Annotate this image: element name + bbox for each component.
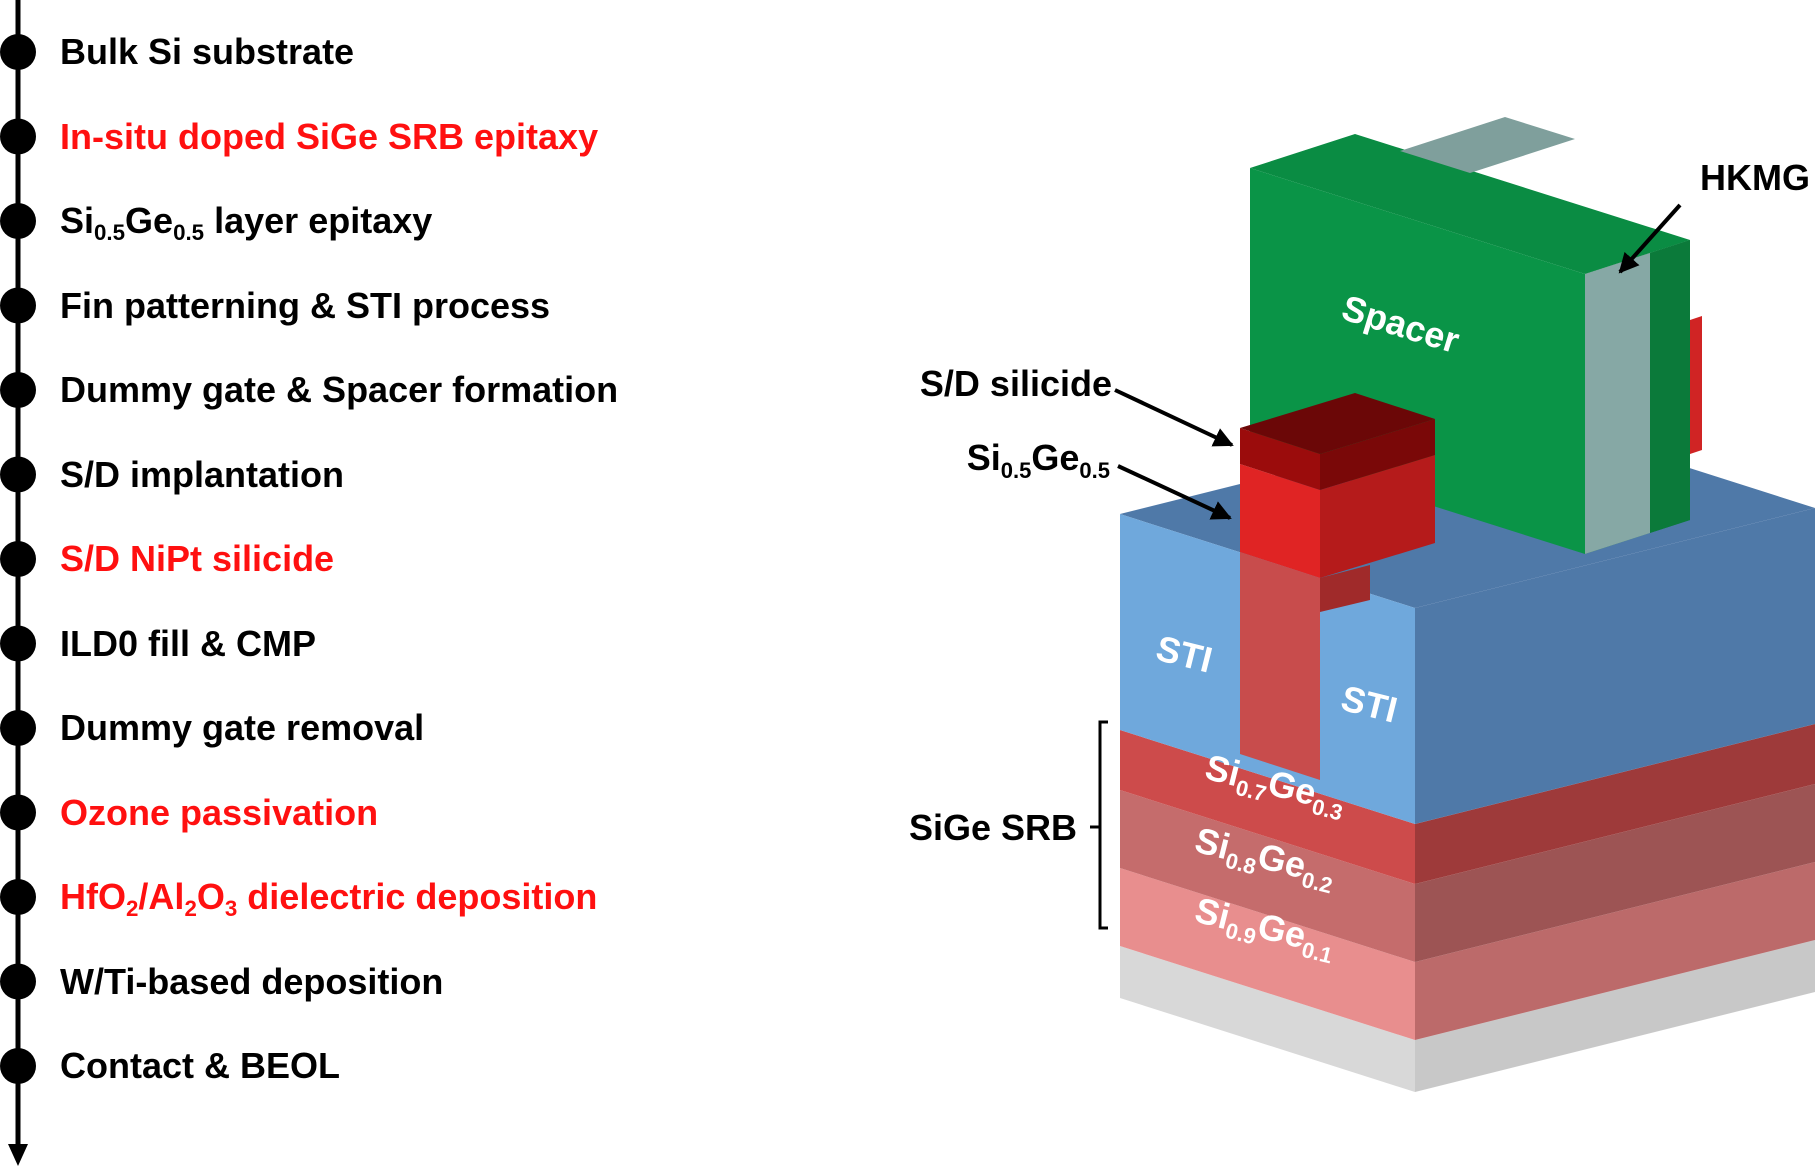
- sd-silicide-label: S/D silicide: [920, 363, 1112, 404]
- process-step: Bulk Si substrate: [60, 32, 354, 72]
- timeline-dot: [0, 794, 36, 831]
- sd-silicide-arrow: [1114, 388, 1234, 447]
- timeline-dot: [0, 1048, 36, 1084]
- timeline-dot: [0, 456, 36, 493]
- step-text: dielectric deposition: [237, 876, 598, 917]
- step-subscript: 3: [224, 896, 238, 922]
- timeline-dot: [0, 34, 36, 70]
- step-text: HfO: [60, 876, 126, 917]
- timeline-dot: [0, 372, 36, 408]
- flow-timeline: [0, 0, 36, 1166]
- hkmg-label: HKMG: [1700, 157, 1810, 198]
- step-text: S/D NiPt silicide: [60, 538, 335, 579]
- step-text: Contact & BEOL: [60, 1045, 341, 1086]
- gate-stack: [1250, 117, 1702, 554]
- process-step: S/D implantation: [60, 453, 345, 495]
- process-step: Ozone passivation: [60, 791, 379, 833]
- step-text: W/Ti-based deposition: [60, 960, 444, 1002]
- step-text: Dummy gate removal: [60, 707, 425, 748]
- process-step: In-situ doped SiGe SRB epitaxy: [60, 115, 599, 157]
- sige-fin: [1240, 552, 1370, 780]
- step-text: ILD0 fill & CMP: [60, 622, 317, 664]
- step-text: Dummy gate & Spacer formation: [60, 369, 619, 410]
- si08ge02-layer: [1120, 784, 1815, 962]
- step-subscript: 2: [184, 896, 197, 922]
- step-text: Ge: [125, 200, 174, 241]
- timeline-dot: [0, 118, 36, 155]
- timeline-arrow-icon: [8, 1144, 28, 1166]
- si08ge02-label: Si0.8Ge0.2: [1190, 819, 1340, 898]
- sige-srb-label: SiGe SRB: [909, 807, 1077, 848]
- step-text: Bulk Si substrate: [60, 31, 355, 72]
- sige-fin-label: Si0.5Ge0.5: [967, 437, 1110, 483]
- step-text: Ozone passivation: [60, 791, 379, 833]
- step-subscript: 0.5: [94, 220, 126, 246]
- step-subscript: 2: [126, 896, 139, 922]
- process-step: Contact & BEOL: [60, 1046, 340, 1086]
- step-text: S/D implantation: [60, 453, 345, 495]
- hkmg-arrow: [1618, 203, 1682, 274]
- process-step: Fin patterning & STI process: [60, 284, 551, 326]
- sige-srb-bracket: [1090, 720, 1108, 930]
- step-text: In-situ doped SiGe SRB epitaxy: [60, 115, 599, 157]
- timeline-dot: [0, 287, 36, 324]
- si07ge03-layer: [1120, 724, 1815, 884]
- step-text: layer epitaxy: [204, 200, 433, 241]
- process-step: Dummy gate & Spacer formation: [60, 370, 618, 410]
- timeline-dot: [0, 203, 36, 239]
- si09ge01-layer: [1120, 862, 1815, 1040]
- timeline-dot: [0, 710, 36, 746]
- process-step: Si0.5Ge0.5 layer epitaxy: [60, 200, 433, 244]
- process-step: W/Ti-based deposition: [60, 960, 444, 1002]
- step-subscript: 0.5: [173, 220, 205, 246]
- sige-arrow: [1117, 464, 1232, 520]
- timeline-dot: [0, 963, 36, 1000]
- timeline-dot: [0, 879, 36, 915]
- process-step: Dummy gate removal: [60, 708, 424, 748]
- step-text: Si: [60, 200, 95, 241]
- si07ge03-label: Si0.7Ge0.3: [1200, 746, 1350, 825]
- raised-source-drain: [1240, 393, 1435, 578]
- timeline-dot: [0, 541, 36, 577]
- step-text: Fin patterning & STI process: [60, 284, 551, 326]
- process-step: S/D NiPt silicide: [60, 539, 334, 579]
- process-step: ILD0 fill & CMP: [60, 622, 317, 664]
- process-step: HfO2/Al2O3 dielectric deposition: [60, 876, 598, 920]
- substrate-layer: [1120, 940, 1815, 1092]
- step-text: O: [196, 876, 225, 917]
- timeline-dot: [0, 625, 36, 662]
- step-text: /Al: [138, 876, 185, 917]
